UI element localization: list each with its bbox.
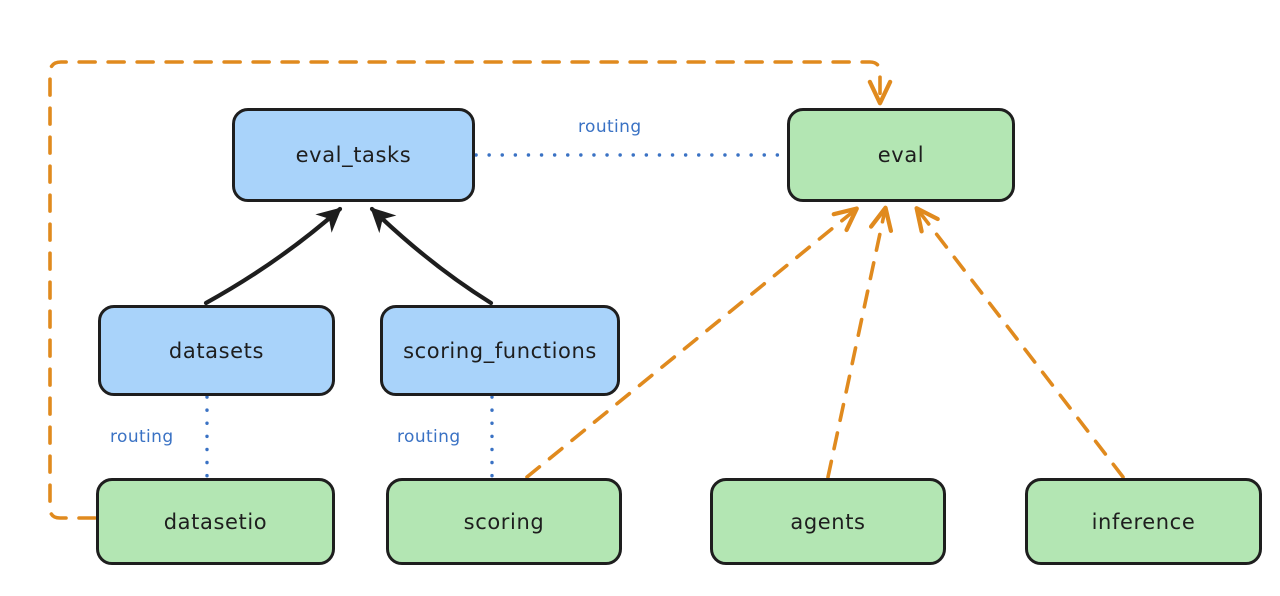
edge-datasets-eval_tasks <box>203 206 343 306</box>
node-scoring-functions[interactable]: scoring_functions <box>380 305 620 396</box>
node-label: inference <box>1091 509 1196 534</box>
node-label: datasetio <box>163 509 268 534</box>
node-label: datasets <box>168 338 265 363</box>
node-label: scoring <box>463 509 545 534</box>
node-datasets[interactable]: datasets <box>98 305 335 396</box>
node-datasetio[interactable]: datasetio <box>96 478 335 565</box>
edge-inference-eval <box>914 206 1125 479</box>
edge-scoring_functions-eval_tasks <box>369 206 494 306</box>
node-eval-tasks[interactable]: eval_tasks <box>232 108 475 202</box>
node-eval[interactable]: eval <box>787 108 1015 202</box>
edge-scoring-eval <box>525 206 859 479</box>
edge-agents-eval <box>826 205 894 479</box>
node-label: eval_tasks <box>295 143 412 167</box>
edge-label-routing-scoring: routing <box>397 427 461 447</box>
edge-label-routing-eval: routing <box>578 117 642 137</box>
edge-datasetio-eval <box>48 60 893 520</box>
edge-label-routing-datasetio: routing <box>110 427 174 447</box>
node-label: eval <box>877 143 925 167</box>
node-inference[interactable]: inference <box>1025 478 1262 565</box>
node-agents[interactable]: agents <box>710 478 946 565</box>
node-label: agents <box>790 509 866 534</box>
node-label: scoring_functions <box>403 338 597 363</box>
node-scoring[interactable]: scoring <box>386 478 622 565</box>
